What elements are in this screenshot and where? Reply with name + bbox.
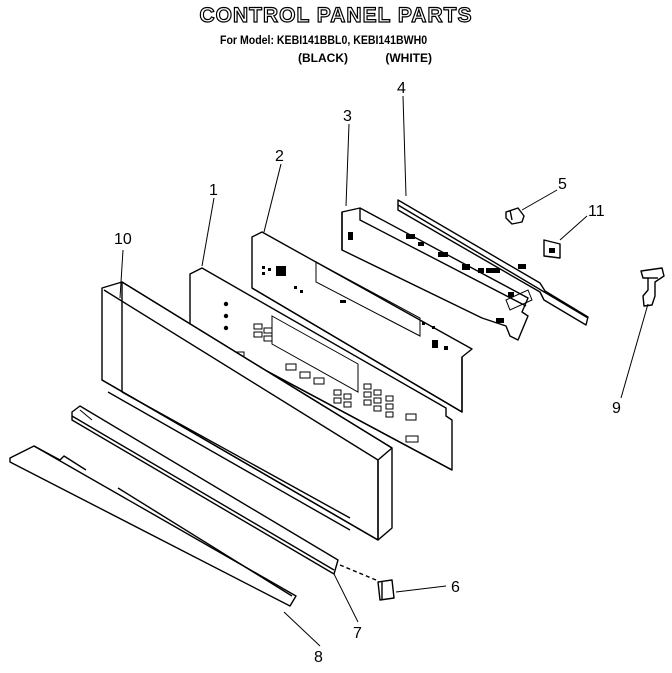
part-11-bracket bbox=[543, 239, 561, 259]
variant-white-label: (WHITE) bbox=[385, 51, 432, 65]
diagram-title: CONTROL PANEL PARTS bbox=[199, 3, 473, 27]
callout-10: 10 bbox=[114, 231, 132, 248]
callout-2: 2 bbox=[275, 148, 284, 165]
callout-7: 7 bbox=[353, 625, 362, 642]
callout-6: 6 bbox=[451, 579, 460, 596]
callout-8: 8 bbox=[314, 649, 323, 666]
variant-black-label: (BLACK) bbox=[298, 51, 348, 65]
part-6-bracket bbox=[339, 564, 395, 601]
part-9-side-bracket bbox=[640, 267, 665, 307]
callout-1: 1 bbox=[209, 182, 218, 199]
part-3-control-board bbox=[341, 207, 533, 341]
part-8-lower-trim bbox=[9, 445, 297, 607]
model-numbers: For Model: KEBI141BBL0, KEBI141BWH0 bbox=[220, 33, 428, 47]
part-7-trim bbox=[71, 405, 339, 575]
callout-5: 5 bbox=[558, 176, 567, 193]
color-variants: (BLACK) (WHITE) bbox=[298, 51, 432, 65]
leader-lines bbox=[119, 95, 649, 647]
keypad-right bbox=[333, 383, 419, 443]
part-10-housing bbox=[101, 281, 393, 541]
part-2-overlay-panel bbox=[251, 231, 473, 413]
callout-9: 9 bbox=[612, 400, 621, 417]
callout-3: 3 bbox=[343, 108, 352, 125]
callout-11: 11 bbox=[588, 203, 605, 220]
callout-4: 4 bbox=[397, 80, 406, 97]
part-5-clip bbox=[505, 207, 525, 225]
part-4-trim-strip bbox=[397, 199, 589, 326]
